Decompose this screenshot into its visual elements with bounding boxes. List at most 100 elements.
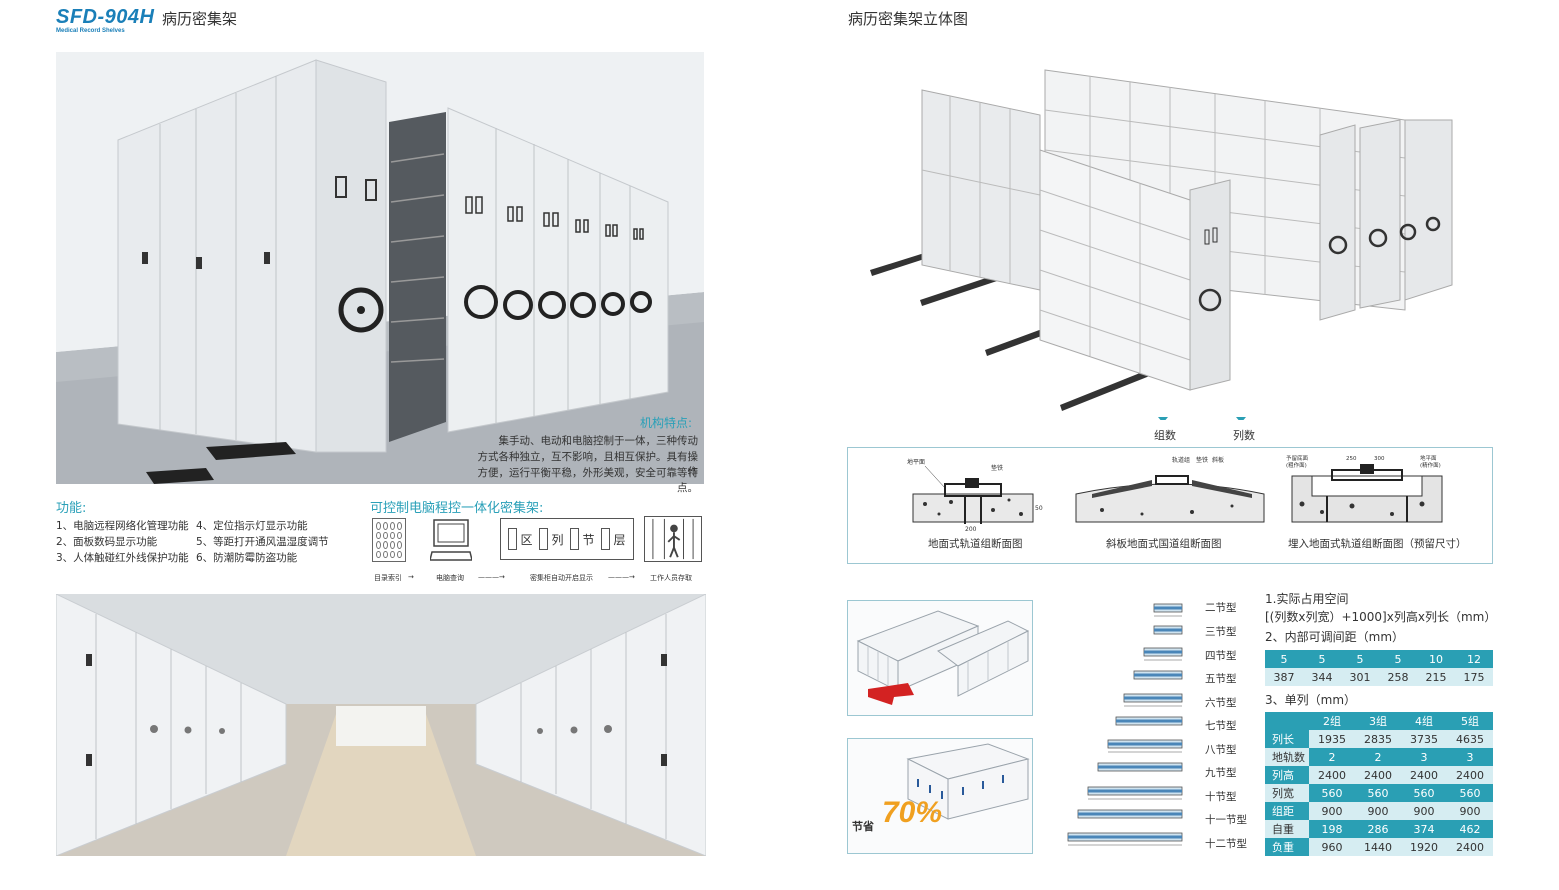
table-cell: 2 bbox=[1309, 748, 1355, 766]
section-type-label: 十一节型 bbox=[1205, 814, 1247, 826]
table-cell: 2400 bbox=[1401, 766, 1447, 784]
computer-icon bbox=[430, 519, 472, 561]
table-row: 5 5 5 5 10 12 bbox=[1265, 650, 1493, 668]
functions-list-1: 1、电脑远程网络化管理功能 2、面板数码显示功能 3、人体触碰红外线保护功能 bbox=[56, 518, 189, 566]
spec-line: 2、内部可调间距（mm） bbox=[1265, 630, 1405, 644]
table-cell: 462 bbox=[1447, 820, 1493, 838]
section-label: 垫铁 bbox=[1196, 456, 1208, 464]
control-step: 目录索引 bbox=[374, 574, 402, 582]
section-type-label: 七节型 bbox=[1205, 720, 1237, 732]
table-cell: 2400 bbox=[1447, 838, 1493, 856]
spec-line: [(列数x列宽）+1000]x列高x列长（mm） bbox=[1265, 610, 1497, 624]
table-cell: 地轨数 bbox=[1265, 748, 1309, 766]
arrow-icon: ———→ bbox=[608, 573, 635, 581]
spec-line: 3、单列（mm） bbox=[1265, 693, 1357, 707]
table-cell: 5 bbox=[1341, 650, 1379, 668]
section-label: 50 bbox=[1035, 505, 1043, 512]
space-saving-thumbnail bbox=[847, 738, 1033, 854]
slope-rail-section-diagram: 轨道组 垫铁 斜板 bbox=[1075, 456, 1265, 523]
table-cell: 560 bbox=[1401, 784, 1447, 802]
section-caption: 地面式轨道组断面图 bbox=[928, 538, 1023, 550]
section-type-label: 八节型 bbox=[1205, 744, 1237, 756]
table-cell: 258 bbox=[1379, 668, 1417, 686]
table-cell: 10 bbox=[1417, 650, 1455, 668]
table-cell: 5 bbox=[1303, 650, 1341, 668]
section-type-label: 十二节型 bbox=[1205, 838, 1247, 850]
table-cell: 900 bbox=[1309, 802, 1355, 820]
table-cell: 2组 bbox=[1309, 712, 1355, 730]
table-cell bbox=[1265, 712, 1309, 730]
function-item: 2、面板数码显示功能 bbox=[56, 536, 158, 548]
control-step: 工作人员存取 bbox=[650, 574, 692, 582]
table-cell: 560 bbox=[1355, 784, 1401, 802]
table-cell: 2 bbox=[1355, 748, 1401, 766]
zone-char: 列 bbox=[551, 532, 564, 547]
section-type-label: 六节型 bbox=[1205, 697, 1237, 709]
table-row: 自重 198 286 374 462 bbox=[1265, 820, 1493, 838]
page-title: 病历密集架 bbox=[162, 10, 238, 28]
mechanism-line: 集手动、电动和电脑控制于一体，三种传动 bbox=[498, 435, 699, 447]
table-cell: 344 bbox=[1303, 668, 1341, 686]
compact-layout-illustration bbox=[856, 610, 1030, 705]
mechanism-title: 机构特点: bbox=[640, 416, 693, 430]
table-cell: 198 bbox=[1309, 820, 1355, 838]
table-cell: 900 bbox=[1401, 802, 1447, 820]
function-item: 6、防潮防霉防盗功能 bbox=[196, 552, 298, 564]
function-item: 4、定位指示灯显示功能 bbox=[196, 520, 308, 532]
corridor-illustration bbox=[56, 594, 706, 856]
table-cell: 12 bbox=[1455, 650, 1493, 668]
table-cell: 286 bbox=[1355, 820, 1401, 838]
function-item: 1、电脑远程网络化管理功能 bbox=[56, 520, 189, 532]
save-percent: 70% bbox=[882, 796, 943, 829]
corridor-photo bbox=[56, 594, 706, 856]
section-type-label: 四节型 bbox=[1205, 650, 1237, 662]
table-cell: 900 bbox=[1447, 802, 1493, 820]
table-cell: 5 bbox=[1379, 650, 1417, 668]
iso-title: 病历密集架立体图 bbox=[848, 10, 969, 28]
section-type-label: 十节型 bbox=[1205, 791, 1237, 803]
control-step: 电脑查询 bbox=[436, 574, 464, 582]
section-type-label: 五节型 bbox=[1205, 673, 1237, 685]
single-column-table: 2组 3组 4组 5组 列长 1935 2835 3735 4635 地轨数 2… bbox=[1265, 712, 1493, 856]
shelf-iso-diagram bbox=[870, 69, 1453, 420]
section-label: 250 bbox=[1346, 456, 1357, 462]
save-label: 节省 bbox=[852, 820, 874, 833]
section-label: 轨道组 bbox=[1172, 456, 1190, 464]
zone-display: 区 列 节 层 bbox=[500, 518, 634, 560]
arrow-icon: → bbox=[408, 573, 414, 581]
section-label: 200 bbox=[965, 526, 977, 532]
model-number: SFD-904H bbox=[56, 6, 155, 28]
worker-icon bbox=[644, 516, 702, 562]
table-row: 列宽 560 560 560 560 bbox=[1265, 784, 1493, 802]
section-type-label: 二节型 bbox=[1205, 602, 1237, 614]
buried-rail-section-diagram: 予留底面 (粗作面) 250 300 地平面 (精作面) bbox=[1286, 454, 1443, 523]
table-row: 负重 960 1440 1920 2400 bbox=[1265, 838, 1493, 856]
table-row: 组距 900 900 900 900 bbox=[1265, 802, 1493, 820]
functions-title: 功能: bbox=[56, 501, 87, 516]
table-cell: 自重 bbox=[1265, 820, 1309, 838]
table-cell: 2400 bbox=[1309, 766, 1355, 784]
spec-line: 1.实际占用空间 bbox=[1265, 592, 1349, 606]
table-cell: 1920 bbox=[1401, 838, 1447, 856]
section-types-diagram bbox=[1067, 603, 1183, 846]
table-cell: 组距 bbox=[1265, 802, 1309, 820]
table-cell: 900 bbox=[1355, 802, 1401, 820]
zone-char: 区 bbox=[520, 532, 533, 547]
section-caption: 埋入地面式轨道组断面图（预留尺寸） bbox=[1288, 538, 1467, 550]
table-cell: 387 bbox=[1265, 668, 1303, 686]
spacing-table: 5 5 5 5 10 12 387 344 301 258 215 175 bbox=[1265, 650, 1493, 686]
table-cell: 960 bbox=[1309, 838, 1355, 856]
table-cell: 2400 bbox=[1355, 766, 1401, 784]
functions-list-2: 4、定位指示灯显示功能 5、等距打开通风温湿度调节 6、防潮防霉防盗功能 bbox=[196, 518, 329, 566]
shelves-room-illustration bbox=[56, 52, 704, 484]
table-cell: 3组 bbox=[1355, 712, 1401, 730]
table-cell: 175 bbox=[1455, 668, 1493, 686]
compact-layout-thumbnail bbox=[847, 600, 1033, 716]
table-cell: 5组 bbox=[1447, 712, 1493, 730]
table-cell: 3 bbox=[1401, 748, 1447, 766]
table-cell: 列高 bbox=[1265, 766, 1309, 784]
section-label: 地平面 bbox=[1420, 454, 1437, 462]
model-subtitle: Medical Record Shelves bbox=[56, 28, 125, 34]
table-cell: 4组 bbox=[1401, 712, 1447, 730]
section-label: 斜板 bbox=[1212, 456, 1224, 464]
